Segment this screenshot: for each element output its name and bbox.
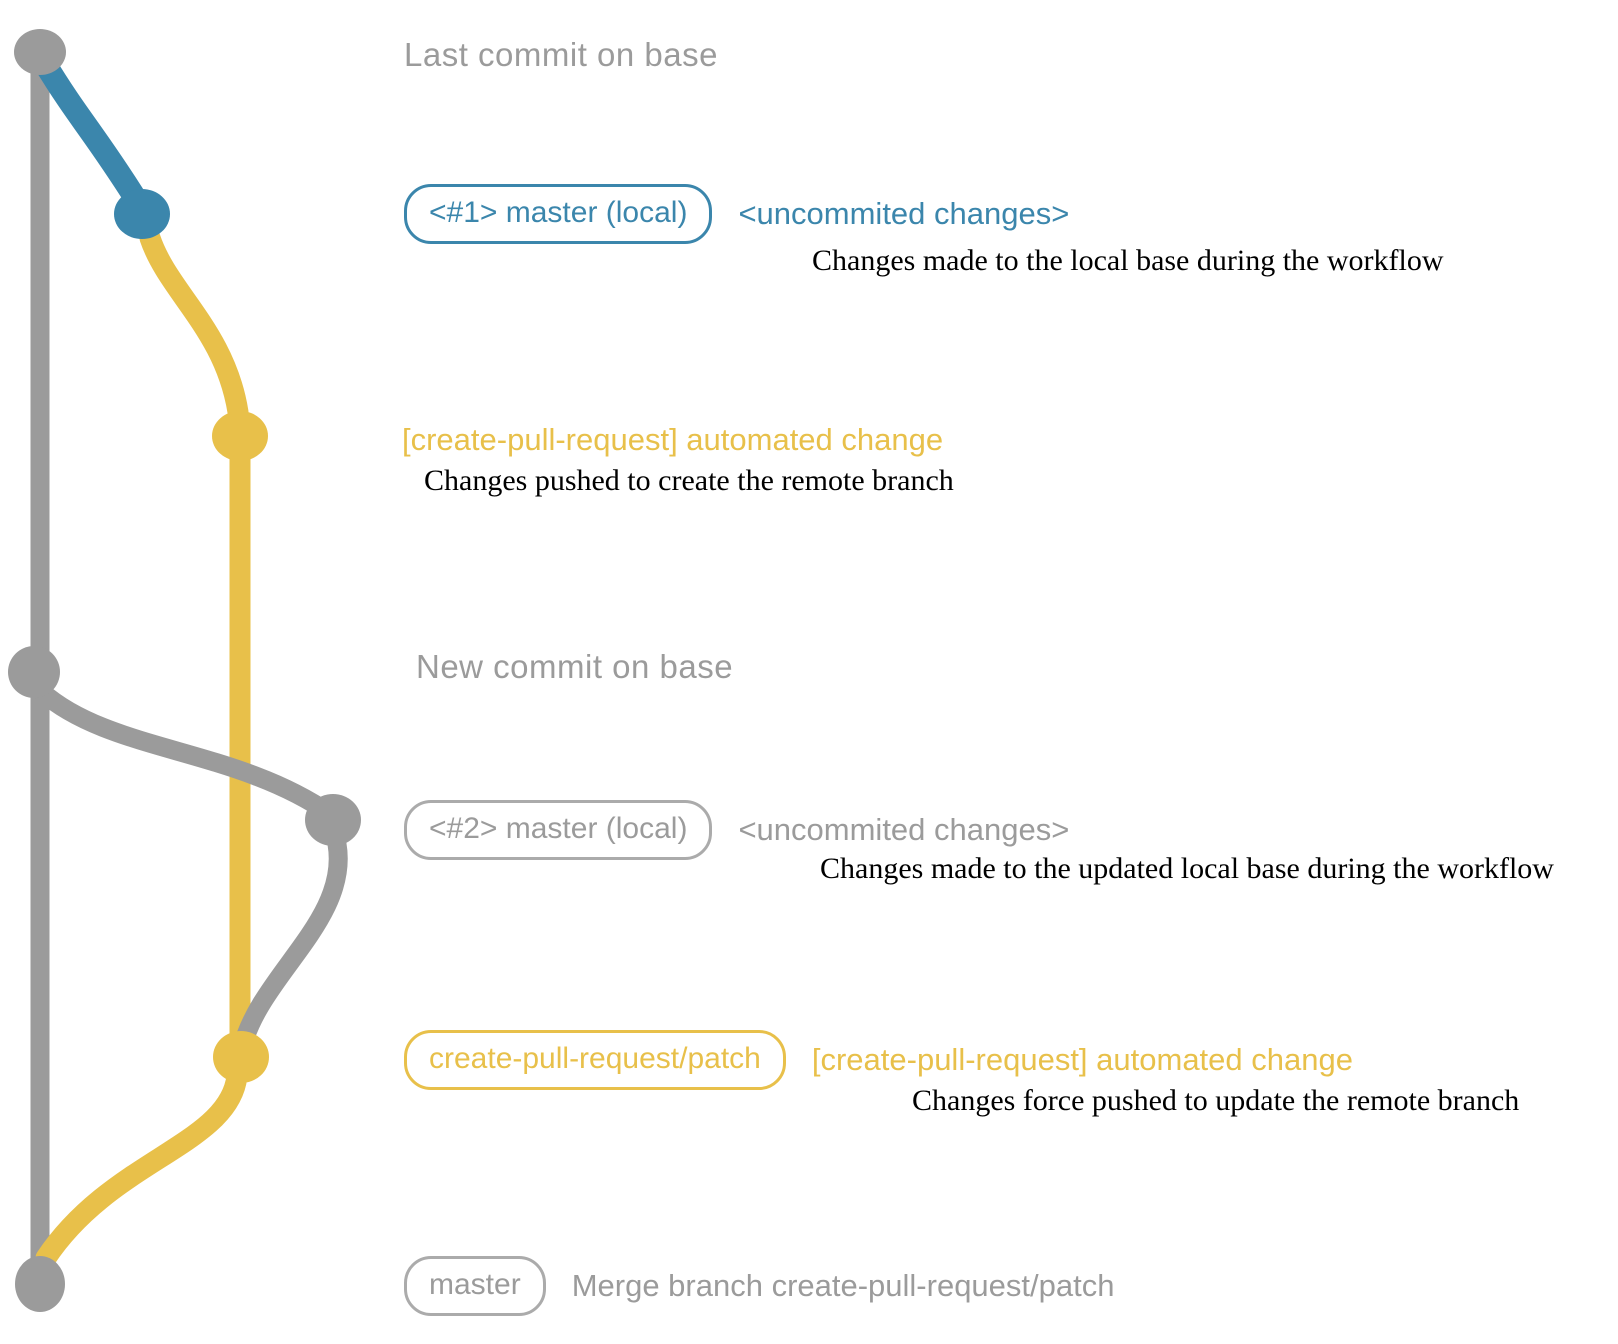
local-branch-curve: [32, 50, 146, 208]
row-local-2: <#2> master (local) <uncommited changes>: [404, 800, 1069, 860]
commit-dot-merge: [15, 1256, 65, 1312]
uncommitted-changes-heading-2: <uncommited changes>: [738, 811, 1070, 847]
new-commit-label: New commit on base: [416, 648, 734, 685]
row-patch: create-pull-request/patch [create-pull-r…: [404, 1030, 1353, 1090]
rebase-curve: [32, 682, 340, 824]
row-merge: master Merge branch create-pull-request/…: [404, 1256, 1114, 1316]
commit-dot-patch-1: [212, 411, 268, 461]
patch-merge-curve: [35, 1071, 247, 1269]
branch-badge-master-local-1: <#1> master (local): [404, 184, 713, 244]
caption-local-changes-1: Changes made to the local base during th…: [812, 244, 1444, 277]
branch-badge-patch: create-pull-request/patch: [404, 1030, 786, 1090]
merge-heading: Merge branch create-pull-request/patch: [571, 1267, 1115, 1303]
caption-push: Changes pushed to create the remote bran…: [424, 464, 954, 497]
last-commit-label: Last commit on base: [404, 36, 718, 73]
commit-dot-patch-2: [213, 1031, 269, 1083]
caption-force-push: Changes force pushed to update the remot…: [912, 1084, 1520, 1117]
patch-branch-curve-1: [139, 227, 249, 423]
caption-local-changes-2: Changes made to the updated local base d…: [820, 852, 1554, 885]
uncommitted-changes-heading-1: <uncommited changes>: [738, 195, 1070, 231]
patch-commit-heading-1: [create-pull-request] automated change: [402, 422, 944, 457]
commit-dot-new-base: [8, 646, 60, 698]
row-local-1: <#1> master (local) <uncommited changes>: [404, 184, 1069, 244]
commit-dot-local-2: [305, 794, 361, 846]
force-push-curve: [232, 834, 348, 1058]
branch-badge-master: master: [404, 1256, 546, 1316]
branch-badge-master-local-2: <#2> master (local): [404, 800, 713, 860]
commit-dot-local-1: [114, 189, 170, 239]
commit-dot-last-base: [14, 29, 66, 75]
patch-commit-heading-2: [create-pull-request] automated change: [811, 1041, 1353, 1077]
